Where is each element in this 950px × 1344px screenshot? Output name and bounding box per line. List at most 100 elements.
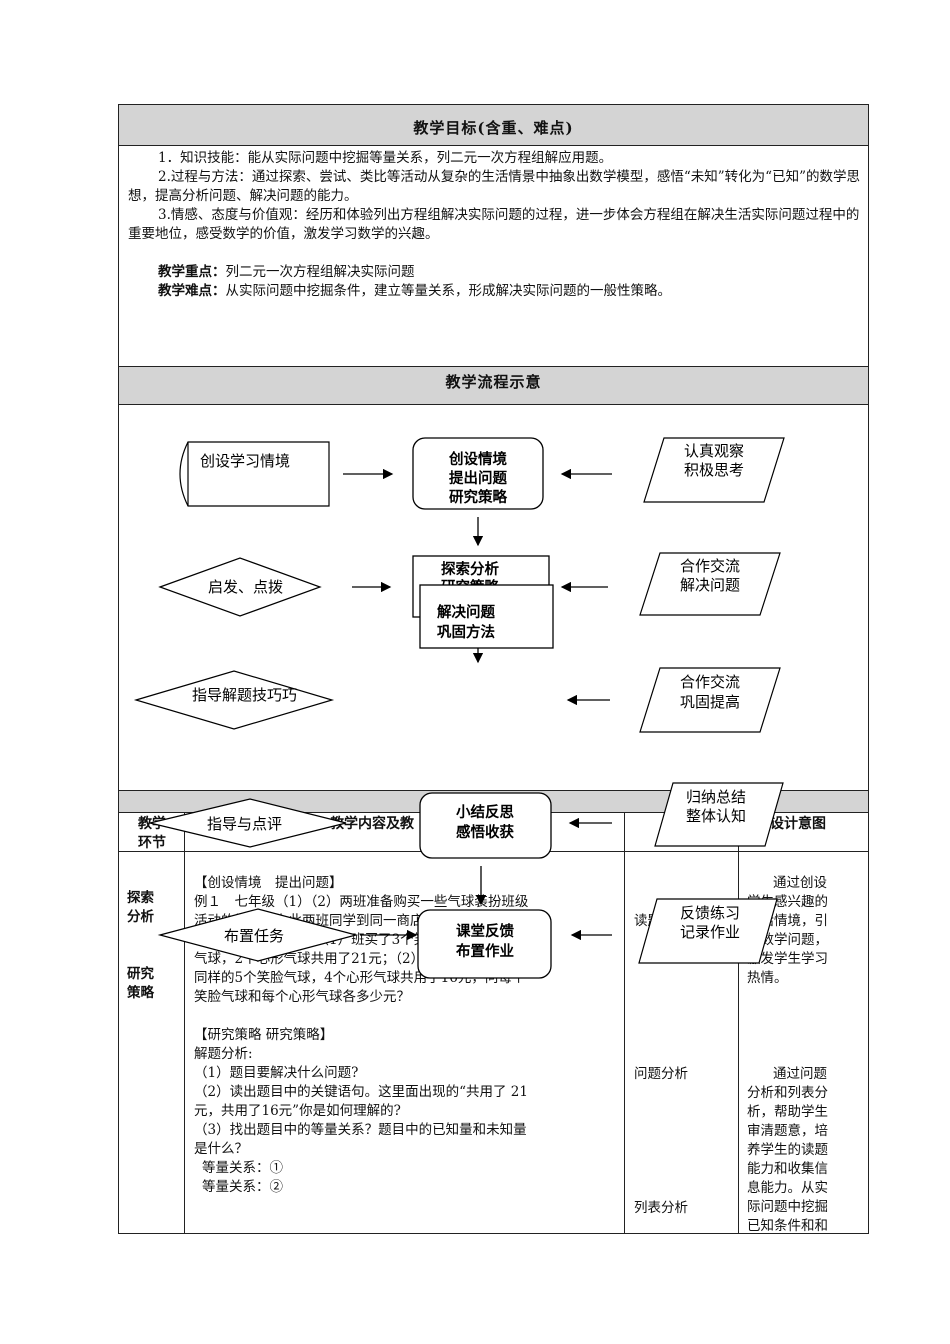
header-design: 设计意图 (770, 816, 826, 832)
design-line: 通过问题 (773, 1066, 827, 1082)
center-node-reflect: 小结反思 感悟收获 (419, 792, 552, 859)
design-line: 通过创设 (773, 875, 827, 891)
left-node-guide-review: 指导与点评 (149, 798, 347, 848)
design-intent-2: 通过问题 分析和列表分 析，帮助学生 审清题意，培 养学生的读题 能力和收集信 … (747, 1065, 865, 1236)
design-line: 审清题意，培 (747, 1123, 828, 1139)
question-line: 是什么？ (194, 1141, 248, 1157)
right-node-line: 合作交流 (680, 673, 740, 691)
center-node-line: 解决问题 (437, 603, 495, 621)
center-node-line: 提出问题 (449, 469, 507, 487)
center-node-create-scenario: 创设情境 提出问题 研究策略 (412, 437, 544, 510)
center-node-solve: 解决问题 巩固方法 (419, 584, 554, 649)
divider (118, 366, 869, 367)
header-content: 教学内容及教 (330, 816, 414, 832)
right-node-line: 记录作业 (680, 923, 740, 941)
example-line: 笑脸气球和每个心形气球各多少元？ (194, 989, 410, 1005)
example-line: 例１ 七年级（1）（2）两班准备购买一些气球装扮班级 (194, 894, 529, 910)
center-node-line: 探索分析 (441, 560, 499, 578)
objectives-title: 教学目标(含重、难点) (413, 119, 574, 137)
difficulty-point: 教学难点：从实际问题中挖掘条件，建立等量关系，形成解决实际问题的一般性策略。 (128, 282, 862, 301)
section-title: 【研究策略 研究策略】 (194, 1027, 334, 1043)
table-frame (118, 104, 869, 1234)
right-node-line: 反馈练习 (680, 904, 740, 922)
right-node-cooperate-consolidate: 合作交流 巩固提高 (639, 667, 781, 733)
right-node-line: 解决问题 (680, 576, 740, 594)
center-node-line: 创设情境 (448, 450, 507, 468)
design-line: 分析和列表分 (747, 1085, 828, 1101)
design-line: 息能力。从实 (747, 1180, 828, 1196)
key-point-text: 列二元一次方程组解决实际问题 (225, 264, 415, 280)
center-node-line: 感悟收获 (456, 823, 514, 841)
key-point: 教学重点：列二元一次方程组解决实际问题 (128, 263, 862, 282)
stage-explore: 探索 分析 (127, 889, 177, 927)
right-node-observe: 认真观察 积极思考 (643, 437, 785, 503)
column-divider (738, 812, 739, 1234)
right-node-line: 整体认知 (686, 807, 746, 825)
header-stage-line: 环节 (138, 835, 166, 851)
design-line: 出数学问题， (747, 932, 828, 948)
objective-emotion: 3.情感、态度与价值观：经历和体验列出方程组解决实际问题的过程，进一步体会方程组… (128, 207, 860, 242)
question-line: （1）题目要解决什么问题? (194, 1065, 359, 1081)
flow-header-band (119, 367, 868, 404)
column-divider (624, 812, 625, 1234)
section-title: 【创设情境 提出问题】 (194, 875, 343, 891)
left-node-assign: 布置任务 (157, 908, 359, 962)
center-node-line: 研究策略 (449, 488, 507, 506)
question-line: （2）读出题目中的关键语句。这里面出现的“共用了 21 (194, 1084, 528, 1100)
analysis-title: 解题分析: (194, 1046, 253, 1062)
left-node-inspire: 启发、点拨 (158, 557, 322, 617)
divider (118, 790, 869, 791)
left-node-label: 启发、点拨 (208, 578, 283, 596)
objective-process: 2.过程与方法：通过探索、尝试、类比等活动从复杂的生活情景中抽象出数学模型，感悟… (128, 169, 860, 204)
center-node-line: 课堂反馈 (456, 922, 514, 940)
left-node-scenario: 创设学习情境 (179, 441, 330, 507)
left-node-label: 创设学习情境 (200, 452, 290, 470)
center-node-line: 布置作业 (456, 942, 514, 960)
right-node-practice: 反馈练习 记录作业 (638, 898, 778, 964)
center-node-line: 小结反思 (456, 803, 514, 821)
objectives-header-band (119, 105, 868, 145)
stage-line: 分析 (127, 909, 154, 925)
design-line: 能力和收集信 (747, 1161, 828, 1177)
design-line: 析，帮助学生 (747, 1104, 828, 1120)
right-node-line: 巩固提高 (680, 693, 740, 711)
column-divider (184, 812, 185, 1234)
key-point-label: 教学重点： (158, 264, 226, 280)
flow-title: 教学流程示意 (445, 373, 542, 391)
objective-knowledge: 1．知识技能：能从实际问题中挖掘等量关系，列二元一次方程组解应用题。 (158, 150, 613, 166)
divider (118, 404, 869, 405)
right-node-cooperate-solve: 合作交流 解决问题 (639, 552, 781, 616)
equation-line: 等量关系：② (202, 1179, 283, 1195)
stage-strategy: 研究 策略 (127, 965, 177, 1003)
stage-line: 探索 (127, 890, 154, 906)
design-line: 际问题中挖掘 (747, 1199, 828, 1215)
design-line: 热情。 (747, 970, 788, 986)
design-line: 养学生的读题 (747, 1142, 828, 1158)
design-line: 激发学生学习 (747, 951, 828, 967)
right-node-line: 积极思考 (684, 461, 744, 479)
activity-table-analysis: 列表分析 (634, 1200, 688, 1216)
divider (118, 145, 869, 146)
objectives-body: 1．知识技能：能从实际问题中挖掘等量关系，列二元一次方程组解应用题。 2.过程与… (128, 149, 862, 301)
right-node-line: 归纳总结 (686, 788, 746, 806)
right-node-summarize: 归纳总结 整体认知 (654, 782, 784, 847)
stage-line: 策略 (127, 985, 154, 1001)
center-node-line: 巩固方法 (437, 623, 495, 641)
difficulty-label: 教学难点： (158, 283, 226, 299)
left-node-label: 指导与点评 (207, 815, 282, 833)
right-node-line: 合作交流 (680, 557, 740, 575)
center-node-feedback: 课堂反馈 布置作业 (417, 909, 552, 979)
left-node-label: 布置任务 (224, 927, 284, 945)
right-node-line: 认真观察 (684, 442, 744, 460)
activity-problem-analysis: 问题分析 (634, 1066, 688, 1082)
stage-line: 研究 (127, 966, 154, 982)
difficulty-text: 从实际问题中挖掘条件，建立等量关系，形成解决实际问题的一般性策略。 (225, 283, 672, 299)
left-node-label: 指导解题技巧巧 (192, 686, 297, 704)
question-line: （3）找出题目中的等量关系？题目中的已知量和未知量 (194, 1122, 527, 1138)
question-line: 元，共用了16元”你是如何理解的? (194, 1103, 401, 1119)
left-node-guide-skills: 指导解题技巧巧 (133, 670, 335, 730)
design-line: 已知条件和和 (747, 1218, 828, 1234)
equation-line: 等量关系：① (202, 1160, 283, 1176)
